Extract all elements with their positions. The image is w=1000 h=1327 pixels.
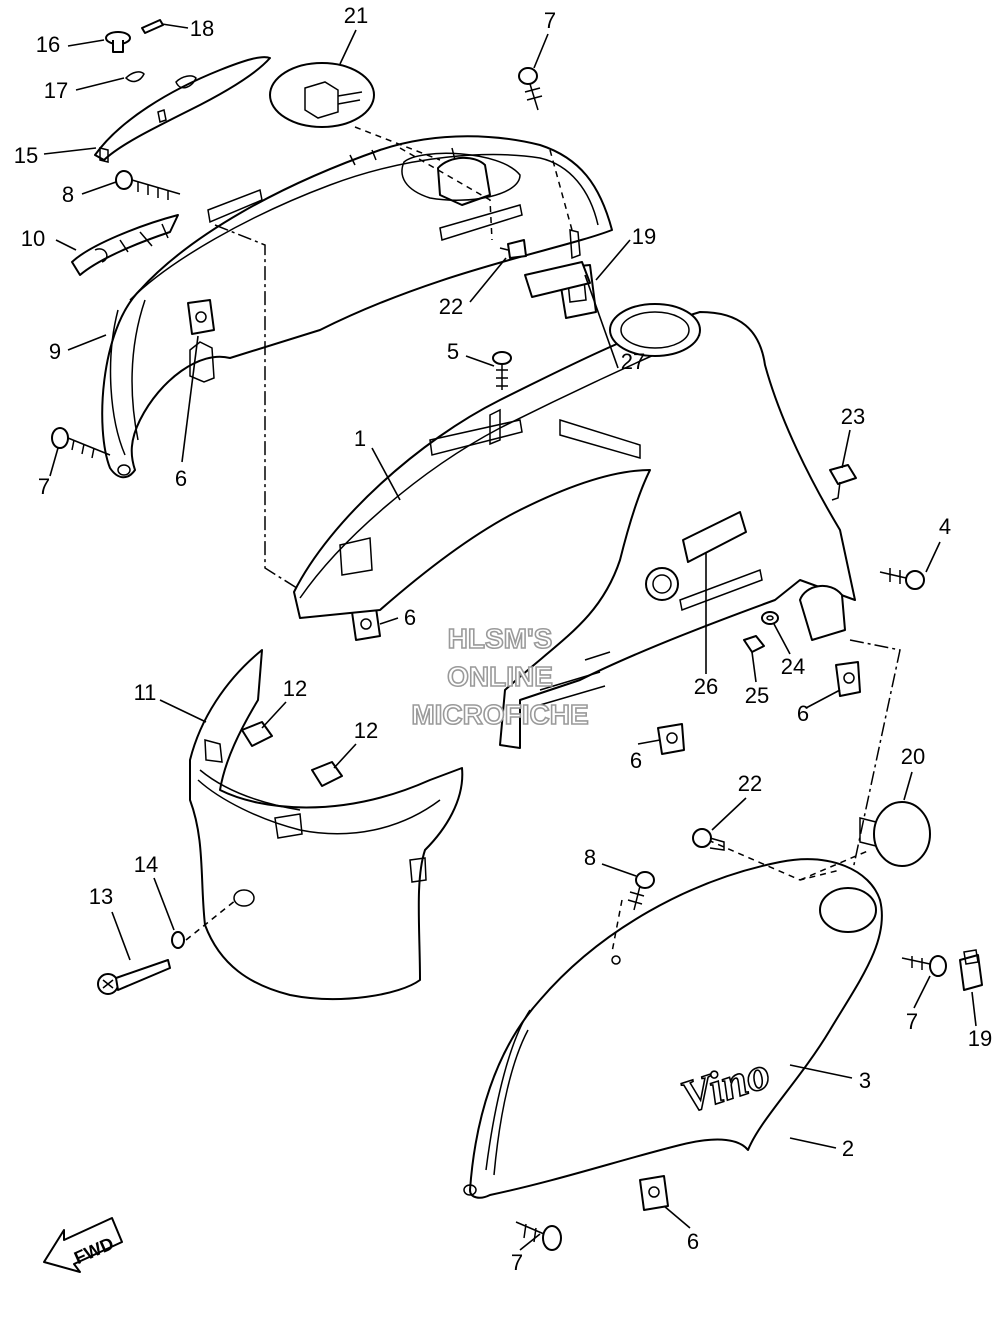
part-22-screw-lower bbox=[692, 828, 725, 851]
callout-label-6: 6 bbox=[797, 701, 809, 726]
callout-label-8: 8 bbox=[62, 182, 74, 207]
callout-label-3: 3 bbox=[859, 1068, 871, 1093]
callout-label-7: 7 bbox=[906, 1009, 918, 1034]
part-18-pin bbox=[141, 19, 164, 34]
callout-label-21: 21 bbox=[344, 3, 368, 28]
callout-label-6: 6 bbox=[687, 1229, 699, 1254]
part-6-clip-4 bbox=[835, 661, 861, 697]
part-27-label bbox=[524, 261, 591, 298]
callout-label-15: 15 bbox=[14, 143, 38, 168]
callout-label-23: 23 bbox=[841, 404, 865, 429]
part-23-rivet bbox=[829, 464, 857, 501]
callout-label-19: 19 bbox=[968, 1026, 992, 1051]
callout-label-17: 17 bbox=[44, 78, 68, 103]
part-24-washer bbox=[761, 611, 779, 625]
part-16-pin bbox=[105, 31, 131, 53]
callout-label-27: 27 bbox=[621, 349, 645, 374]
callout-label-20: 20 bbox=[901, 744, 925, 769]
callout-label-26: 26 bbox=[694, 674, 718, 699]
part-15-top-trim bbox=[94, 56, 271, 163]
callout-label-7: 7 bbox=[544, 8, 556, 33]
part-6-clip-3 bbox=[657, 723, 685, 755]
part-12-clip-2 bbox=[311, 761, 343, 787]
part-26-label bbox=[682, 511, 747, 563]
part-6-clip-1 bbox=[187, 299, 215, 335]
part-20-cap bbox=[859, 801, 931, 867]
callout-label-4: 4 bbox=[939, 514, 951, 539]
callout-label-5: 5 bbox=[447, 339, 459, 364]
callout-label-6: 6 bbox=[404, 605, 416, 630]
watermark-line-1: HLSM'S bbox=[448, 623, 553, 654]
callout-label-10: 10 bbox=[21, 226, 45, 251]
part-7-screw-left bbox=[51, 427, 111, 459]
fwd-arrow-badge: FWD bbox=[43, 1217, 123, 1273]
part-17-clip bbox=[124, 71, 145, 83]
callout-label-6: 6 bbox=[175, 466, 187, 491]
part-4-screw bbox=[879, 568, 925, 590]
part-5-screw bbox=[492, 351, 512, 390]
part-9-upper-cover bbox=[101, 135, 613, 479]
callout-label-18: 18 bbox=[190, 16, 214, 41]
callout-label-7: 7 bbox=[511, 1250, 523, 1275]
callout-label-6: 6 bbox=[630, 748, 642, 773]
watermark-line-3: MICROFICHE bbox=[411, 699, 588, 730]
part-21-detail bbox=[269, 62, 441, 161]
part-2-side-cover: Vino bbox=[463, 858, 883, 1199]
watermark: HLSM'S ONLINE MICROFICHE bbox=[411, 622, 590, 731]
callout-label-8: 8 bbox=[584, 845, 596, 870]
callout-label-9: 9 bbox=[49, 339, 61, 364]
callout-label-2: 2 bbox=[842, 1136, 854, 1161]
part-7-screw-top bbox=[518, 67, 543, 111]
callout-label-19: 19 bbox=[632, 224, 656, 249]
callout-label-12: 12 bbox=[354, 718, 378, 743]
part-13-bolt bbox=[97, 959, 171, 995]
callout-label-11: 11 bbox=[134, 680, 157, 705]
part-25-nut bbox=[743, 635, 765, 653]
callout-label-22: 22 bbox=[439, 294, 463, 319]
part-8-screw-upper bbox=[115, 170, 181, 200]
part-19-clip-lower bbox=[959, 949, 983, 991]
part-8-screw-lower bbox=[627, 871, 655, 911]
part-1-inner-panel bbox=[293, 303, 856, 749]
part-12-clip-1 bbox=[241, 721, 273, 747]
part-10-emblem bbox=[71, 214, 179, 276]
callout-label-1: 1 bbox=[354, 426, 366, 451]
watermark-line-2: ONLINE bbox=[447, 661, 553, 692]
leader-lines bbox=[43, 23, 977, 1251]
part-14-washer bbox=[171, 931, 185, 949]
part-7-screw-right bbox=[901, 955, 947, 977]
callout-label-14: 14 bbox=[134, 852, 158, 877]
part-6-clip-5 bbox=[639, 1175, 669, 1211]
callout-label-12: 12 bbox=[283, 676, 307, 701]
callout-label-22: 22 bbox=[738, 771, 762, 796]
callout-label-16: 16 bbox=[36, 32, 60, 57]
callout-label-13: 13 bbox=[89, 884, 113, 909]
callout-label-7: 7 bbox=[38, 474, 50, 499]
part-22-screw-upper bbox=[499, 239, 527, 259]
part-7-screw-bottom bbox=[515, 1221, 562, 1251]
part-11-lower-panel bbox=[189, 649, 464, 1000]
callout-label-24: 24 bbox=[781, 654, 805, 679]
callout-label-25: 25 bbox=[745, 683, 769, 708]
